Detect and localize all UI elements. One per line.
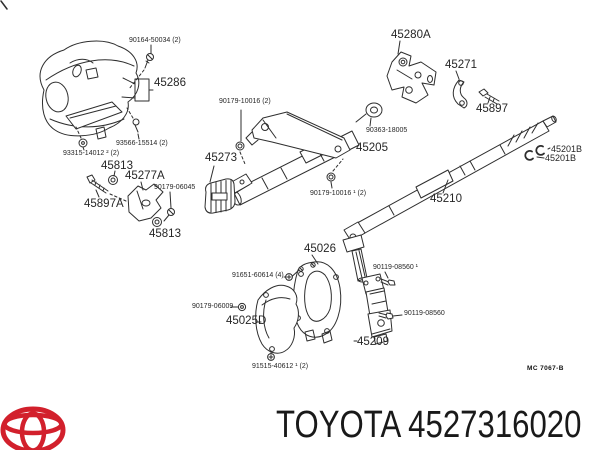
cover-plates-art — [230, 254, 342, 361]
part-label-45210: 45210 — [430, 193, 462, 205]
part-label-45205: 45205 — [356, 142, 388, 154]
part-label-45813-upper: 45813 — [101, 160, 133, 172]
part-label-90363-18005: 90363-18005 — [366, 127, 408, 134]
part-label-45286: 45286 — [154, 77, 186, 89]
toyota-logo — [0, 406, 66, 450]
part-label-90164-50034: 90164-50034 (2) — [129, 37, 181, 44]
lever-45271-art — [452, 70, 500, 109]
bracket-45280a-art — [386, 40, 437, 104]
part-label-90119-08560-upper: 90119-08560 ¹ — [373, 264, 419, 271]
snap-rings-45201b-art — [524, 145, 551, 161]
part-label-90179-06009: 90179-06009 — [192, 303, 234, 310]
part-label-45273: 45273 — [205, 152, 237, 164]
part-label-45026: 45026 — [304, 243, 336, 255]
part-label-45277a: 45277A — [125, 170, 165, 182]
corner-mark — [0, 0, 8, 10]
part-label-45201b-upper: 45201B — [551, 144, 583, 154]
part-label-45897a: 45897A — [84, 198, 124, 210]
tilt-lever-bracket-art — [86, 170, 175, 227]
part-label-45813-lower: 45813 — [149, 228, 181, 240]
part-label-93566-15514: 93566-15514 (2) — [116, 140, 168, 147]
column-cover-45286-art — [39, 40, 154, 140]
part-label-90179-10016-bottom: 90179-10016 ¹ (2) — [310, 190, 367, 197]
part-label-45025d: 45025D — [226, 315, 267, 327]
part-label-45897: 45897 — [476, 103, 508, 115]
part-label-90179-06045: 90179-06045 — [154, 184, 196, 191]
grommet-45205-art — [355, 102, 383, 127]
part-label-91515-40612: 91515-40612 ¹ (2) — [252, 363, 309, 370]
part-label-45280a: 45280A — [391, 29, 431, 41]
part-label-93315-14012: 93315-14012 ² (2) — [63, 150, 120, 157]
drawing-code: MC 7067-B — [527, 365, 564, 372]
cover-fasteners-art — [75, 44, 154, 151]
part-label-90179-10016-top: 90179-10016 (2) — [219, 98, 271, 105]
part-label-45209: 45209 — [357, 336, 389, 348]
footer-part-title: TOYOTA 4527316020 — [276, 404, 582, 446]
part-label-90119-08560-lower: 90119-08560 — [404, 310, 445, 317]
part-label-45201b-lower: 45201B — [545, 153, 577, 163]
main-shaft-45210-art — [342, 115, 557, 283]
part-label-45271: 45271 — [445, 59, 477, 71]
part-label-91651-60614: 91651-60614 (4) — [232, 272, 284, 279]
joint-45209-art — [353, 271, 403, 345]
column-tube-45273-art — [204, 109, 360, 214]
